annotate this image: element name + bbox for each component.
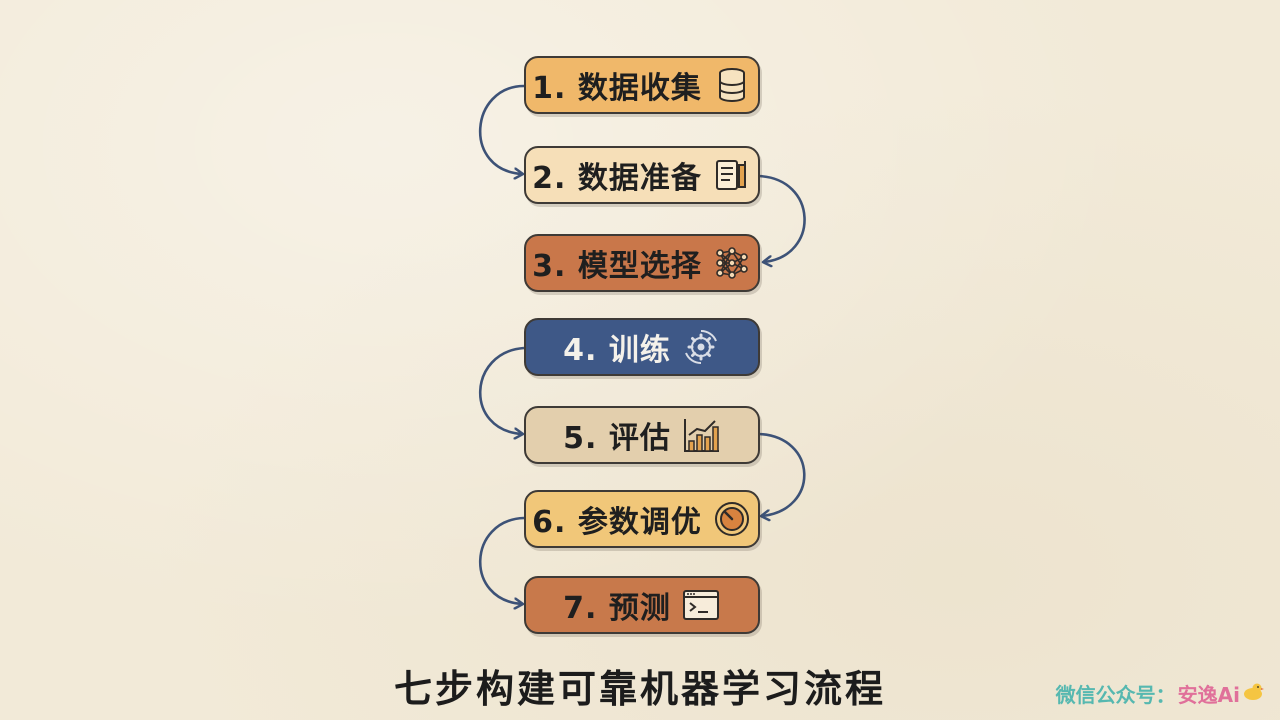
dial-knob-icon <box>712 499 752 539</box>
step-5-label: 5. 评估 <box>563 421 671 456</box>
step-7-label: 7. 预测 <box>563 591 671 626</box>
terminal-window-icon <box>681 585 721 625</box>
bar-chart-icon <box>681 415 721 455</box>
diagram-title: 七步构建可靠机器学习流程 <box>393 667 886 711</box>
step-2-data-preparation: 2. 数据准备 <box>524 146 760 204</box>
step-6-label: 6. 参数调优 <box>532 505 702 540</box>
step-7-prediction: 7. 预测 <box>524 576 760 634</box>
step-1-data-collection: 1. 数据收集 <box>524 56 760 114</box>
step-6-hyperparameter-tuning: 6. 参数调优 <box>524 490 760 548</box>
connector-1-2 <box>478 84 524 174</box>
connector-2-3 <box>757 174 806 262</box>
step-5-evaluation: 5. 评估 <box>524 406 760 464</box>
watermark-prefix: 微信公众号： <box>1055 683 1176 707</box>
database-icon <box>712 65 752 105</box>
step-2-label: 2. 数据准备 <box>532 161 702 196</box>
step-3-label: 3. 模型选择 <box>532 249 702 284</box>
neural-network-icon <box>712 243 752 283</box>
connector-6-7 <box>478 516 524 604</box>
step-3-model-selection: 3. 模型选择 <box>524 234 760 292</box>
connector-4-5 <box>478 346 524 434</box>
step-1-label: 1. 数据收集 <box>532 71 702 106</box>
duck-icon <box>1242 681 1264 706</box>
connector-5-6 <box>757 432 806 516</box>
step-4-label: 4. 训练 <box>563 333 671 368</box>
gear-cycle-icon <box>681 327 721 367</box>
watermark-name: 安逸Ai <box>1177 683 1240 707</box>
document-clipboard-icon <box>712 155 752 195</box>
wechat-watermark: 微信公众号： 安逸Ai <box>1056 679 1264 708</box>
step-4-training: 4. 训练 <box>524 318 760 376</box>
